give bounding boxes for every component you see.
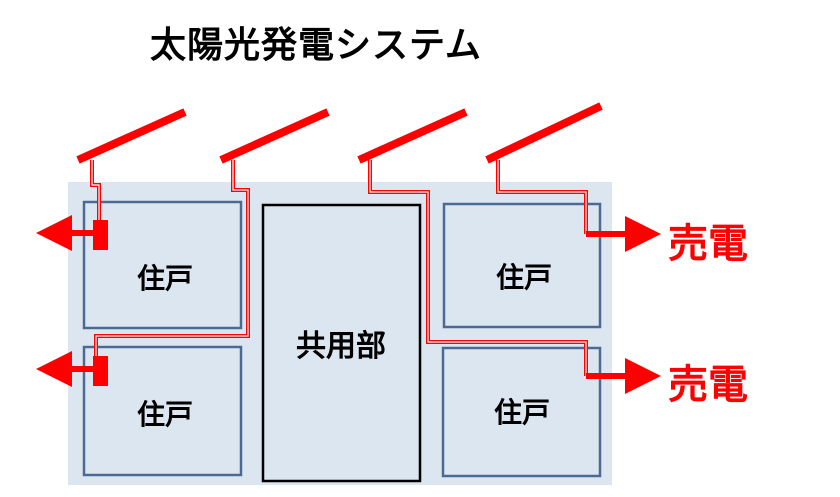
solar-panel-4 <box>485 102 603 164</box>
meter-top-left <box>93 220 108 250</box>
unit-bottom-right-box <box>441 346 602 478</box>
solar-panel-3 <box>357 108 468 164</box>
meter-bottom-left <box>93 356 108 386</box>
unit-top-right-box <box>442 202 602 329</box>
solar-panel-1 <box>76 108 187 164</box>
diagram-title: 太陽光発電システム <box>150 25 482 66</box>
sell-label-bottom: 売電 <box>668 362 748 408</box>
unit-label-bottom-left: 住戸 <box>137 398 193 431</box>
common-area-box <box>261 203 422 483</box>
unit-label-top-right: 住戸 <box>496 261 552 294</box>
solar-panel-2 <box>219 108 330 164</box>
unit-label-bottom-right: 住戸 <box>494 396 550 429</box>
common-area-label: 共用部 <box>296 329 386 364</box>
sell-label-top: 売電 <box>668 221 748 267</box>
unit-bottom-left-box <box>82 345 243 477</box>
unit-top-left-box <box>82 200 243 330</box>
unit-label-top-left: 住戸 <box>137 262 193 295</box>
